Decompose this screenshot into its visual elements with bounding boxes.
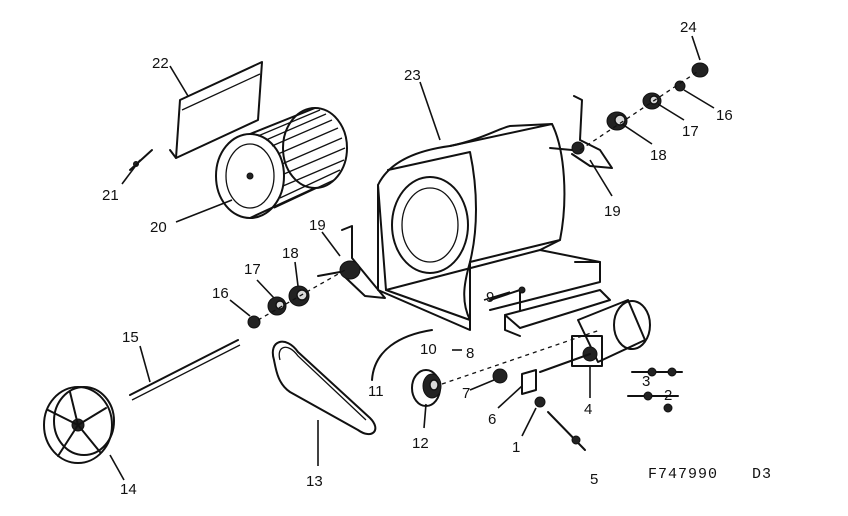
callout-22: 22 <box>152 55 169 72</box>
callout-8: 8 <box>466 345 474 362</box>
callout-2: 2 <box>664 387 672 404</box>
drawing-reference: F747990 D3 <box>648 466 772 483</box>
drawing-number: F747990 <box>648 466 718 483</box>
callout-18-right: 18 <box>650 147 667 164</box>
part-5-bolt <box>547 411 586 451</box>
part-23-blower-housing <box>377 123 601 331</box>
callout-19-right: 19 <box>604 203 621 220</box>
callout-17-right: 17 <box>682 123 699 140</box>
callout-6: 6 <box>488 411 496 428</box>
part-8-motor-base <box>504 289 611 337</box>
part-1-washer <box>534 396 546 408</box>
callout-12: 12 <box>412 435 429 452</box>
callout-4: 4 <box>584 401 592 418</box>
part-12-motor-pulley <box>411 369 442 407</box>
part-16-left-washer <box>247 315 261 329</box>
callout-19-left: 19 <box>309 217 326 234</box>
callout-24: 24 <box>680 19 697 36</box>
callout-16-left: 16 <box>212 285 229 302</box>
callout-13: 13 <box>306 473 323 490</box>
callout-9: 9 <box>486 289 494 306</box>
callout-18-left: 18 <box>282 245 299 262</box>
part-15-shaft <box>129 339 241 401</box>
part-6-bracket <box>521 369 537 395</box>
callout-7: 7 <box>462 385 470 402</box>
part-7-nut <box>492 368 508 384</box>
callout-14: 14 <box>120 481 137 498</box>
callout-16-right: 16 <box>716 107 733 124</box>
drawing-revision: D3 <box>752 466 772 483</box>
part-20-blower-wheel <box>215 107 348 219</box>
part-17-left-bushing <box>267 296 287 316</box>
callout-21: 21 <box>102 187 119 204</box>
part-17-right-bushing <box>642 92 662 110</box>
part-4-motor <box>539 299 651 373</box>
callout-17-left: 17 <box>244 261 261 278</box>
part-14-pulley <box>43 386 115 464</box>
callout-11: 11 <box>368 383 384 400</box>
part-9-clip <box>518 286 526 294</box>
part-19-left-mount-bracket <box>317 225 386 299</box>
callout-3: 3 <box>642 373 650 390</box>
callout-15: 15 <box>122 329 139 346</box>
callout-5: 5 <box>590 471 598 488</box>
callout-23: 23 <box>404 67 421 84</box>
callout-20: 20 <box>150 219 167 236</box>
callout-labels: 22 23 21 20 24 16 17 18 19 19 18 17 16 1… <box>102 19 733 498</box>
part-18-right-bearing <box>606 111 628 131</box>
part-18-left-bearing <box>288 285 310 307</box>
part-11-cable <box>371 329 433 381</box>
leader-lines <box>109 35 715 481</box>
part-3-mount-hardware <box>631 367 683 377</box>
callout-10: 10 <box>420 341 437 358</box>
assembly-guide-lines <box>257 69 701 385</box>
part-13-belt <box>271 340 377 436</box>
part-21-screw <box>129 149 153 171</box>
callout-1: 1 <box>512 439 520 456</box>
part-19-right-mount-bracket <box>549 95 613 169</box>
part-22-cutoff-plate <box>169 61 263 159</box>
part-2-mount-hardware <box>627 391 679 413</box>
